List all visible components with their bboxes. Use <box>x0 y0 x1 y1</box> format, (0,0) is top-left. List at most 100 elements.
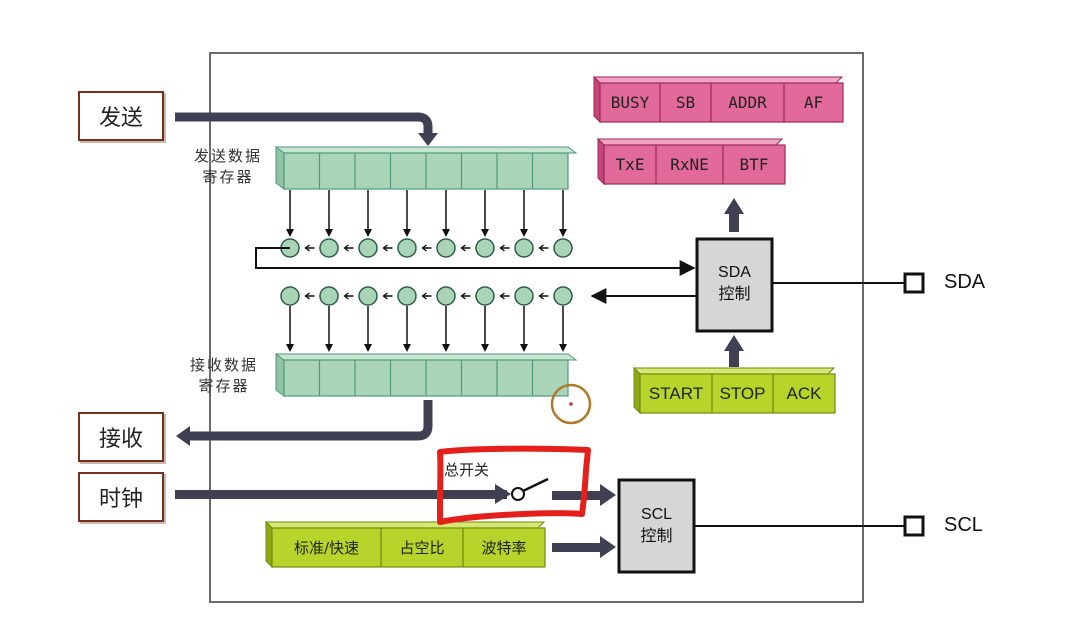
scl-config-bits <box>264 520 546 569</box>
tx-bit-arrow-head <box>286 229 294 237</box>
receive-arrow <box>176 400 433 446</box>
tx-shift-arrow <box>304 244 315 252</box>
tx-bit-arrow-head <box>442 229 450 237</box>
tx-bit-arrow-head <box>403 229 411 237</box>
speed-mode-bit: 标准/快速 <box>293 539 360 557</box>
status-flags-row1 <box>592 75 844 124</box>
rx-shift-bit <box>514 286 534 306</box>
tx-shift-arrow <box>460 244 471 252</box>
rx-shift-register <box>280 286 573 306</box>
tx-register-label: 发送数据 寄存器 <box>180 146 276 188</box>
rx-bit-arrow-head <box>325 344 333 352</box>
tx-shift-arrow <box>421 244 432 252</box>
rx-shift-bit <box>475 286 495 306</box>
flag-addr: ADDR <box>728 93 767 112</box>
sda-to-flags-arrow <box>724 198 744 232</box>
tx-shift-bit <box>514 238 534 258</box>
clock-box: 时钟 <box>78 472 164 522</box>
clock-label: 时钟 <box>98 487 143 512</box>
tx-to-sda-line <box>255 247 696 276</box>
tx-bit-arrow-head <box>364 229 372 237</box>
rx-shift-arrow <box>304 292 315 300</box>
scl-control-block <box>617 478 696 574</box>
clock-line <box>175 484 511 504</box>
rx-bit-arrow-head <box>559 344 567 352</box>
tx-shift-bit <box>319 238 339 258</box>
rx-label-line1: 接收数据 <box>189 356 258 374</box>
switch-to-scl-arrow <box>552 484 616 506</box>
tx-bit-arrows <box>286 190 567 237</box>
control-to-sda-arrow <box>724 335 744 367</box>
rx-shift-bit <box>397 286 417 306</box>
send-label: 发送 <box>98 106 143 131</box>
rx-shift-bit <box>436 286 456 306</box>
tx-shift-bit <box>475 238 495 258</box>
rx-shift-arrow <box>499 292 510 300</box>
rx-register-label: 接收数据 寄存器 <box>176 355 272 397</box>
scl-pin-label: SCL <box>944 514 983 536</box>
flag-txe: TxE <box>615 155 645 174</box>
config-to-scl-arrow <box>552 536 616 558</box>
rx-shift-arrow <box>538 292 549 300</box>
sda-control-block <box>695 237 774 333</box>
rx-shift-arrow <box>382 292 393 300</box>
rx-bit-arrow-head <box>286 344 294 352</box>
rx-bit-arrows <box>286 306 567 352</box>
rx-bit-arrow-head <box>403 344 411 352</box>
peripheral-frame <box>209 52 864 603</box>
send-box: 发送 <box>78 91 164 141</box>
sda-pin-label: SDA <box>944 271 986 293</box>
tx-bit-arrow-head <box>325 229 333 237</box>
master-switch[interactable] <box>511 477 549 501</box>
receive-label: 接收 <box>98 427 143 452</box>
sda-control-line2: 控制 <box>718 286 751 303</box>
ack-bit: ACK <box>786 383 822 403</box>
tx-shift-bit <box>436 238 456 258</box>
rx-shift-arrow <box>460 292 471 300</box>
tx-shift-arrow <box>343 244 354 252</box>
start-bit: START <box>648 383 704 403</box>
tx-shift-arrow <box>382 244 393 252</box>
rx-bit-arrow-head <box>442 344 450 352</box>
rx-bit-arrow-head <box>364 344 372 352</box>
rx-shift-arrow <box>421 292 432 300</box>
tx-shift-arrow <box>499 244 510 252</box>
rx-label-line2: 寄存器 <box>198 377 250 395</box>
flag-af: AF <box>803 93 824 112</box>
tx-bit-arrow-head <box>559 229 567 237</box>
sda-control-bits <box>632 366 836 415</box>
flag-btf: BTF <box>739 155 769 174</box>
rx-bit-arrow-head <box>481 344 489 352</box>
duty-cycle-bit: 占空比 <box>399 539 445 557</box>
scl-control-text: SCL 控制 <box>619 504 694 548</box>
baud-rate-bit: 波特率 <box>481 539 527 557</box>
tx-label-line2: 寄存器 <box>202 168 254 186</box>
cursor-highlight <box>550 383 592 425</box>
tx-shift-bit <box>553 238 573 258</box>
tx-shift-arrow <box>538 244 549 252</box>
status-flags-row2 <box>596 137 786 186</box>
tx-shift-register <box>280 238 573 258</box>
scl-control-line1: SCL <box>640 506 673 523</box>
sda-control-text: SDA 控制 <box>697 262 772 306</box>
flag-busy: BUSY <box>610 93 650 112</box>
tx-label-line1: 发送数据 <box>193 147 262 165</box>
flag-sb: SB <box>675 93 696 112</box>
rx-data-register <box>274 353 578 397</box>
stop-bit: STOP <box>719 383 766 403</box>
flag-rxne: RxNE <box>670 155 709 174</box>
rx-shift-bit <box>358 286 378 306</box>
rx-bit-arrow-head <box>520 344 528 352</box>
tx-bit-arrow-head <box>481 229 489 237</box>
tx-bit-arrow-head <box>520 229 528 237</box>
send-arrow <box>175 112 438 146</box>
rx-shift-bit <box>280 286 300 306</box>
sda-control-line1: SDA <box>718 264 751 281</box>
red-annotation <box>437 445 591 525</box>
tx-data-register <box>274 146 578 190</box>
sda-pin <box>903 272 925 294</box>
rx-shift-bit <box>319 286 339 306</box>
rx-shift-arrow <box>343 292 354 300</box>
receive-box: 接收 <box>78 412 164 462</box>
